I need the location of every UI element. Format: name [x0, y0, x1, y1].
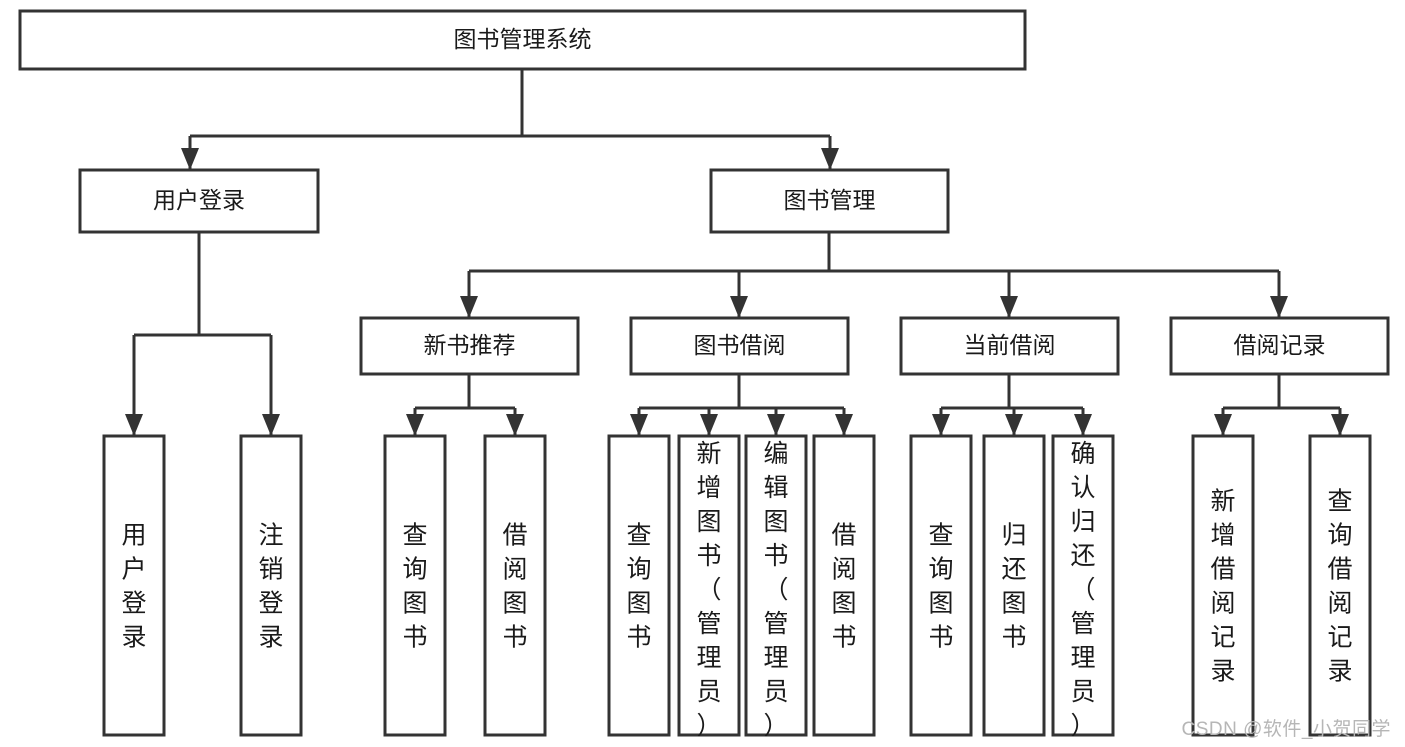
- leaf-leaf-return-book[interactable]: 归还图书: [982, 434, 1046, 737]
- arrow-head-icon: [1270, 296, 1288, 318]
- arrow-head-icon: [932, 414, 950, 436]
- leaf-label: 编辑图书（管理员）: [763, 440, 788, 740]
- leaf-box[interactable]: [239, 434, 303, 737]
- leaf-leaf-borrow-book-2[interactable]: 借阅图书: [812, 434, 876, 737]
- node-layer: 用户登录图书管理新书推荐图书借阅当前借阅借阅记录图书管理系统用户登录注销登录查询…: [18, 9, 1390, 740]
- leaf-box[interactable]: [483, 434, 547, 737]
- arrow-head-icon: [700, 414, 718, 436]
- arrow-head-icon: [1074, 414, 1092, 436]
- node-box[interactable]: [78, 168, 320, 234]
- arrow-head-icon: [181, 148, 199, 170]
- leaf-leaf-query-book-1[interactable]: 查询图书: [383, 434, 447, 737]
- leaf-leaf-query-book-3[interactable]: 查询图书: [909, 434, 973, 737]
- node-current-borrow[interactable]: 当前借阅: [899, 316, 1120, 376]
- conn-newbook-to-leaves: [406, 374, 524, 436]
- arrow-head-icon: [730, 296, 748, 318]
- leaf-box[interactable]: [677, 434, 741, 737]
- conn-root-to-level2: [181, 69, 839, 170]
- leaf-label: 查询图书: [402, 522, 427, 652]
- leaf-box[interactable]: [102, 434, 166, 737]
- node-box[interactable]: [629, 316, 850, 376]
- node-borrow-record[interactable]: 借阅记录: [1169, 316, 1390, 376]
- node-box[interactable]: [359, 316, 580, 376]
- conn-current-to-leaves: [932, 374, 1092, 436]
- arrow-head-icon: [1000, 296, 1018, 318]
- node-box[interactable]: [899, 316, 1120, 376]
- leaf-box[interactable]: [744, 434, 808, 737]
- leaf-label: 用户登录: [121, 522, 146, 652]
- leaf-box[interactable]: [383, 434, 447, 737]
- leaf-label: 查询借阅记录: [1327, 488, 1352, 686]
- leaf-label: 借阅图书: [502, 522, 527, 652]
- arrow-head-icon: [262, 414, 280, 436]
- leaf-leaf-add-record[interactable]: 新增借阅记录: [1191, 434, 1255, 737]
- node-box[interactable]: [709, 168, 950, 234]
- leaf-box[interactable]: [1308, 434, 1372, 737]
- leaf-leaf-query-record[interactable]: 查询借阅记录: [1308, 434, 1372, 737]
- arrow-head-icon: [125, 414, 143, 436]
- leaf-box[interactable]: [607, 434, 671, 737]
- leaf-leaf-user-login[interactable]: 用户登录: [102, 434, 166, 737]
- node-box[interactable]: [18, 9, 1027, 71]
- leaf-box[interactable]: [812, 434, 876, 737]
- leaf-label: 新增图书（管理员）: [696, 440, 721, 740]
- node-label: 当前借阅: [964, 332, 1056, 358]
- leaf-leaf-logout[interactable]: 注销登录: [239, 434, 303, 737]
- watermark-text: CSDN @软件_小贺同学: [1181, 719, 1391, 740]
- leaf-leaf-borrow-book-1[interactable]: 借阅图书: [483, 434, 547, 737]
- leaf-label: 新增借阅记录: [1210, 488, 1235, 686]
- arrow-head-icon: [1331, 414, 1349, 436]
- arrow-head-icon: [767, 414, 785, 436]
- node-label: 新书推荐: [424, 332, 516, 358]
- leaf-box[interactable]: [909, 434, 973, 737]
- arrow-head-icon: [835, 414, 853, 436]
- leaf-leaf-query-book-2[interactable]: 查询图书: [607, 434, 671, 737]
- leaf-leaf-edit-book[interactable]: 编辑图书（管理员）: [744, 434, 808, 740]
- leaf-box[interactable]: [1191, 434, 1255, 737]
- leaf-leaf-add-book[interactable]: 新增图书（管理员）: [677, 434, 741, 740]
- node-new-book-rec[interactable]: 新书推荐: [359, 316, 580, 376]
- leaf-label: 归还图书: [1001, 522, 1026, 652]
- node-book-manage[interactable]: 图书管理: [709, 168, 950, 234]
- leaf-leaf-confirm-return[interactable]: 确认归还（管理员）: [1051, 434, 1115, 740]
- conn-user-login-to-leaves: [125, 232, 280, 436]
- arrow-head-icon: [1214, 414, 1232, 436]
- leaf-label: 确认归还（管理员）: [1070, 440, 1095, 740]
- leaf-label: 借阅图书: [831, 522, 856, 652]
- leaf-label: 查询图书: [928, 522, 953, 652]
- node-root[interactable]: 图书管理系统: [18, 9, 1027, 71]
- leaf-label: 注销登录: [258, 522, 283, 652]
- node-user-login[interactable]: 用户登录: [78, 168, 320, 234]
- arrow-head-icon: [406, 414, 424, 436]
- arrow-head-icon: [630, 414, 648, 436]
- conn-record-to-leaves: [1214, 374, 1349, 436]
- leaf-box[interactable]: [982, 434, 1046, 737]
- node-label: 图书管理: [784, 187, 876, 213]
- conn-book-manage-to-level3: [460, 232, 1288, 318]
- connector-layer: [125, 69, 1349, 436]
- node-label: 用户登录: [153, 187, 245, 213]
- node-book-borrow[interactable]: 图书借阅: [629, 316, 850, 376]
- leaf-label: 查询图书: [626, 522, 651, 652]
- node-label: 图书借阅: [694, 332, 786, 358]
- arrow-head-icon: [821, 148, 839, 170]
- arrow-head-icon: [1005, 414, 1023, 436]
- node-label: 借阅记录: [1234, 332, 1326, 358]
- arrow-head-icon: [460, 296, 478, 318]
- conn-borrow-to-leaves: [630, 374, 853, 436]
- arrow-head-icon: [506, 414, 524, 436]
- node-box[interactable]: [1169, 316, 1390, 376]
- leaf-box[interactable]: [1051, 434, 1115, 737]
- node-label: 图书管理系统: [454, 26, 592, 52]
